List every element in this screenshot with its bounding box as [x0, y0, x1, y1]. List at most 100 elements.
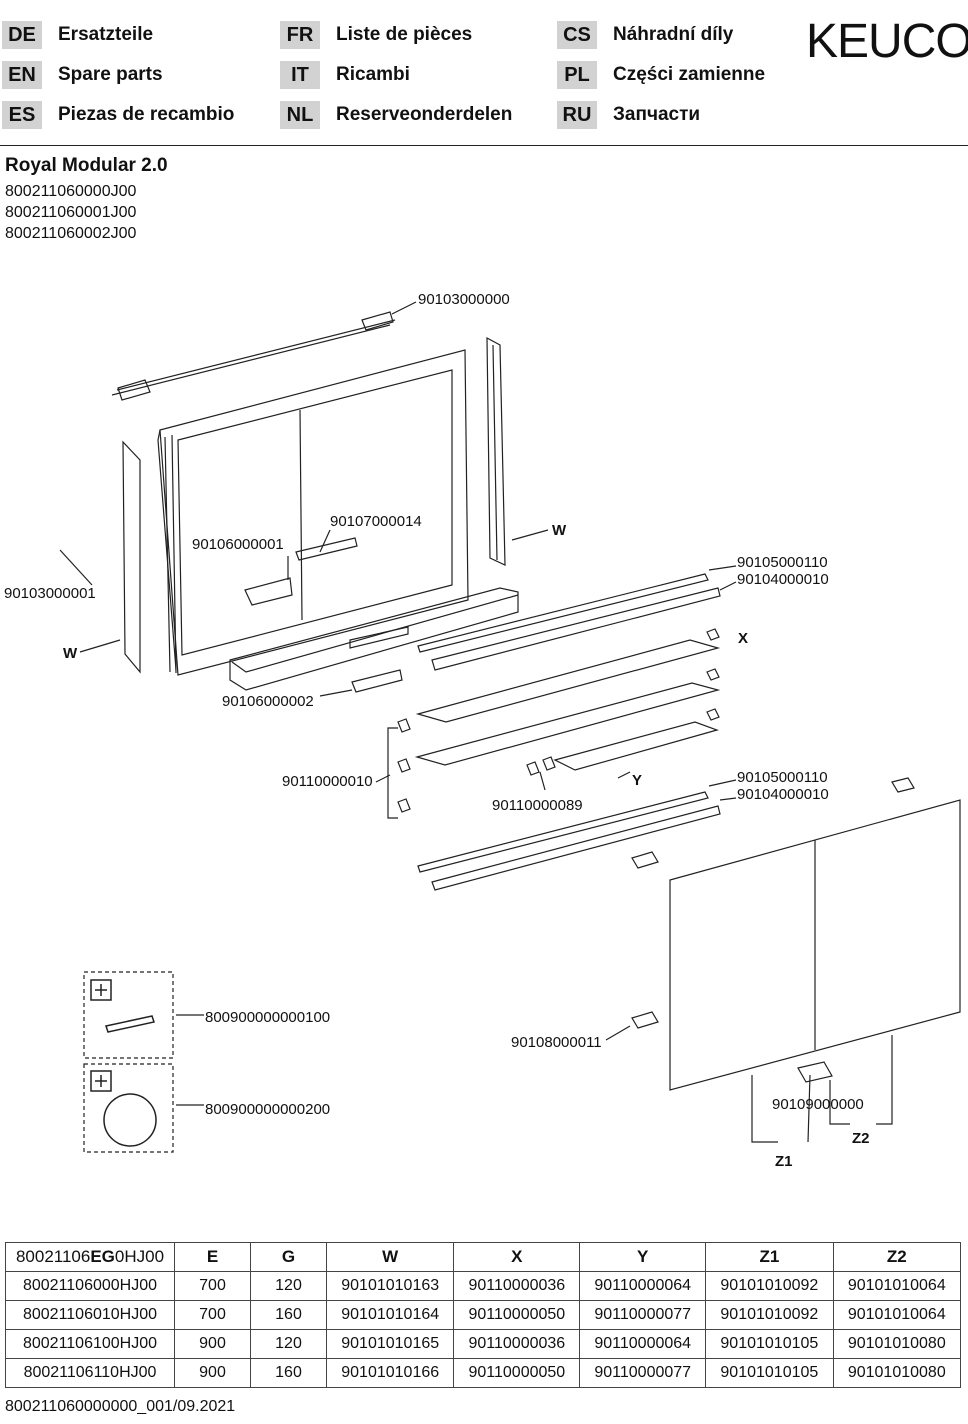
side-panel-right: [486, 336, 506, 566]
glass-shelf-2: [414, 682, 721, 766]
table-cell: 90110000050: [453, 1300, 581, 1330]
table-cell: 90110000036: [453, 1271, 581, 1301]
part-label: 90107000014: [330, 513, 422, 530]
table-cell: 90101010105: [705, 1358, 834, 1388]
brand-logo: KEUCO: [806, 15, 968, 68]
column-header: Y: [579, 1242, 707, 1272]
article-number: 800211060001J00: [5, 204, 137, 221]
table-cell: 120: [250, 1329, 327, 1359]
table-cell: 90101010064: [832, 1271, 962, 1301]
part-label: 90105000110: [737, 554, 828, 571]
table-cell: 90101010092: [705, 1300, 834, 1330]
variant-letter: Y: [632, 772, 642, 789]
product-title: Royal Modular 2.0: [5, 155, 168, 176]
part-label: 800900000000200: [205, 1101, 330, 1118]
transformer: [244, 577, 293, 606]
table-cell: 90101010092: [705, 1271, 834, 1301]
accessory-box-2: [83, 1063, 174, 1153]
part-label: 90103000000: [418, 291, 510, 308]
table-cell: 90101010080: [832, 1329, 962, 1359]
variant-letter: Z2: [852, 1130, 870, 1147]
table-cell: 90110000036: [453, 1329, 581, 1359]
door-clip: [631, 851, 659, 869]
article-column-header: 80021106EG0HJ00: [5, 1242, 175, 1272]
table-cell: 90101010080: [832, 1358, 962, 1388]
table-cell: 90110000064: [579, 1271, 707, 1301]
table-cell: 160: [250, 1300, 327, 1330]
glass-shelf-1: [415, 639, 721, 723]
article-number: 800211060000J00: [5, 183, 137, 200]
table-cell: 90110000077: [579, 1358, 707, 1388]
part-label: 90110000089: [492, 797, 583, 814]
table-cell: 160: [250, 1358, 327, 1388]
table-cell: 80021106000HJ00: [5, 1271, 175, 1301]
column-header: G: [250, 1242, 327, 1272]
accessory-box-1: [83, 971, 174, 1059]
part-label: 90108000011: [511, 1034, 602, 1051]
table-cell: 90101010064: [832, 1300, 962, 1330]
table-header-row: 80021106EG0HJ00 E G W X Y Z1 Z2: [5, 1242, 962, 1272]
column-header: X: [453, 1242, 581, 1272]
table-cell: 900: [174, 1329, 251, 1359]
document-footer: 800211060000000_001/09.2021: [5, 1398, 236, 1415]
column-header: Z1: [705, 1242, 834, 1272]
table-cell: 90101010163: [325, 1271, 455, 1301]
table-cell: 700: [174, 1271, 251, 1301]
led-driver: [295, 537, 358, 561]
table-cell: 90110000077: [579, 1300, 707, 1330]
mirror-door-panel: [669, 799, 961, 1091]
table-cell: 80021106100HJ00: [5, 1329, 175, 1359]
part-label: 90105000110: [737, 769, 828, 786]
part-label: 90106000002: [222, 693, 314, 710]
column-header: W: [325, 1242, 455, 1272]
table-cell: 900: [174, 1358, 251, 1388]
part-label: 800900000000100: [205, 1009, 330, 1026]
exploded-view-drawing: 90103000000 90103000001 90106000001 9010…: [4, 291, 961, 1170]
article-number: 800211060002J00: [5, 225, 137, 242]
table-cell: 80021106010HJ00: [5, 1300, 175, 1330]
variant-letter: W: [63, 645, 78, 662]
variant-letter: W: [552, 522, 567, 539]
part-label: 90106000001: [192, 536, 284, 553]
table-cell: 90101010164: [325, 1300, 455, 1330]
table-cell: 80021106110HJ00: [5, 1358, 175, 1388]
table-cell: 120: [250, 1271, 327, 1301]
side-panel-left: [122, 440, 141, 674]
table-cell: 90101010105: [705, 1329, 834, 1359]
variant-table: 80021106EG0HJ00 E G W X Y Z1 Z2 80021106…: [5, 1242, 962, 1388]
led-strip-upper: [417, 573, 709, 653]
glass-shelf-3: [553, 721, 719, 771]
variant-letter: X: [738, 630, 748, 647]
part-label: 90103000001: [4, 585, 96, 602]
part-label: 90104000010: [737, 571, 829, 588]
lighting-connector: [351, 669, 403, 693]
cabinet-frame: [159, 349, 469, 676]
part-label: 90109000000: [772, 1096, 864, 1113]
header-divider: [0, 145, 968, 146]
part-label: 90104000010: [737, 786, 829, 803]
product-info: Royal Modular 2.0 800211060000J00 800211…: [5, 155, 168, 244]
cabinet-inner: [177, 369, 453, 656]
table-cell: 90110000064: [579, 1329, 707, 1359]
column-header: Z2: [832, 1242, 962, 1272]
variant-letter: Z1: [775, 1153, 793, 1170]
table-cell: 90110000050: [453, 1358, 581, 1388]
led-strip-lower: [417, 791, 709, 873]
part-label: 90110000010: [282, 773, 373, 790]
column-header: E: [174, 1242, 251, 1272]
table-cell: 90101010166: [325, 1358, 455, 1388]
